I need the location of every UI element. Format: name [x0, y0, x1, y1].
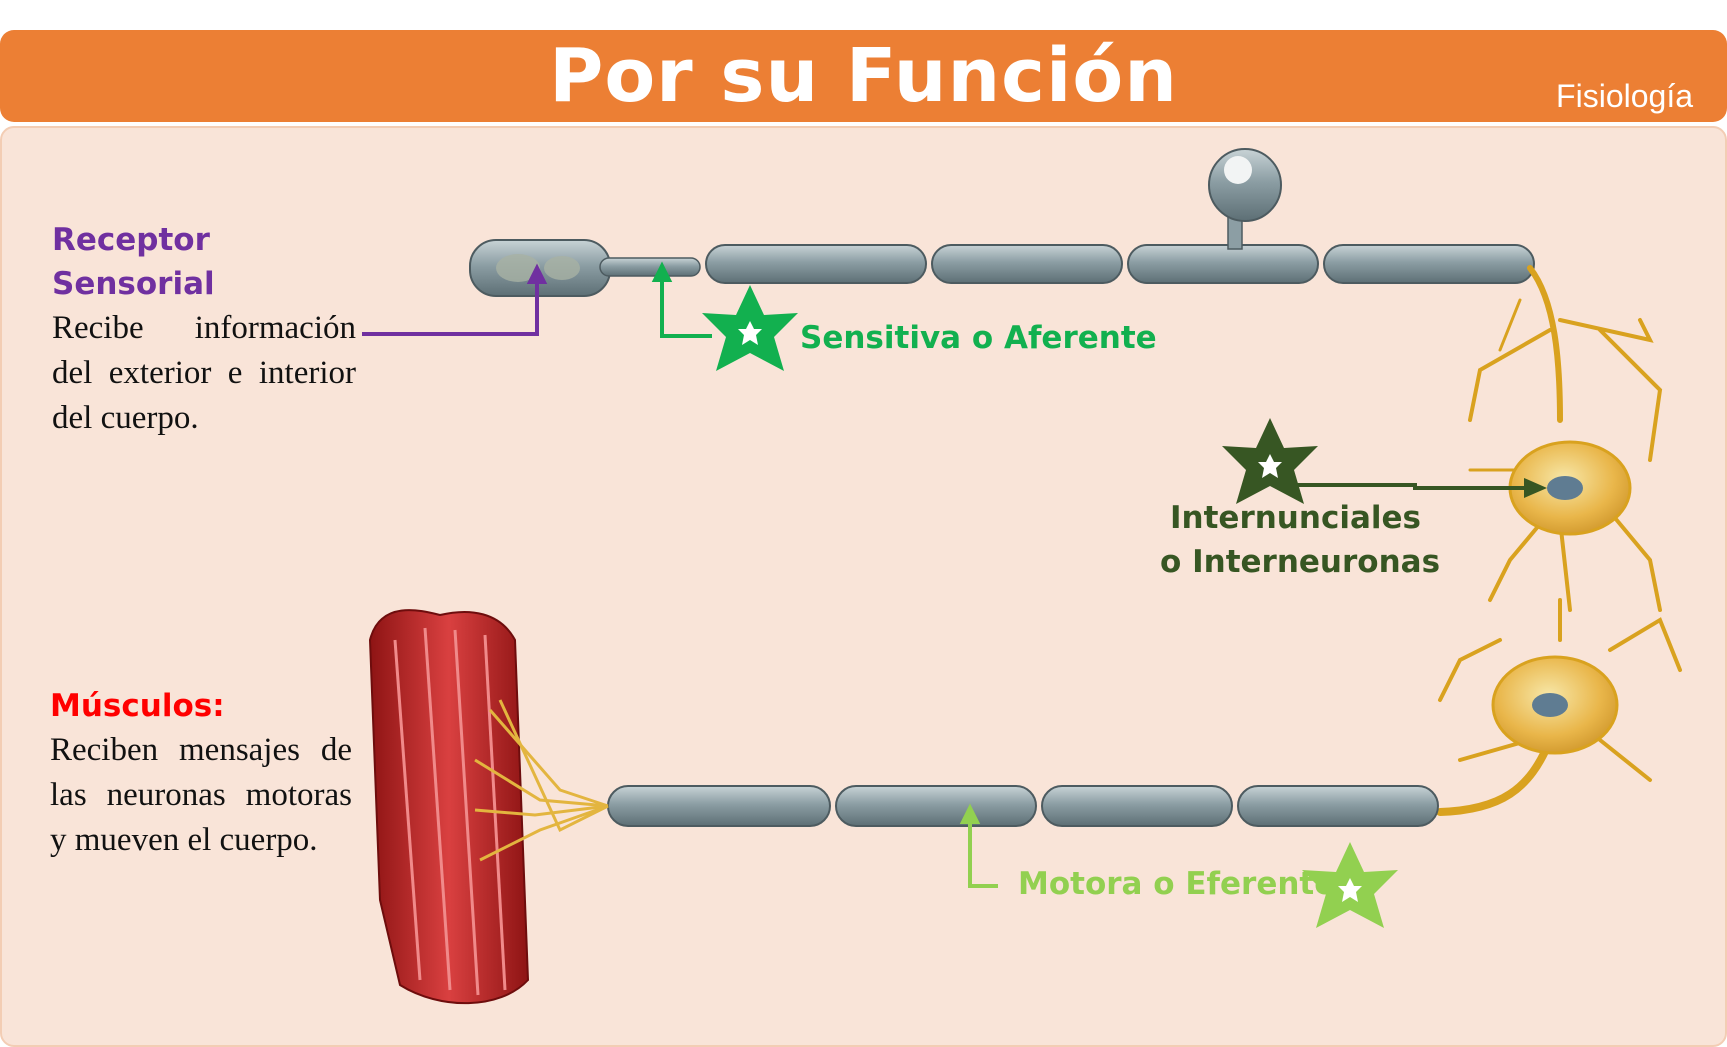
internunciales-star-icon [1222, 418, 1318, 504]
interneuron-shape [1468, 265, 1663, 612]
sensitiva-star-icon [702, 285, 798, 371]
receptor-description: Recibe información del exterior e interi… [52, 310, 356, 436]
sensory-receptor-shape [469, 239, 701, 297]
internunciales-label-line2: o Interneuronas [1160, 544, 1441, 580]
motora-label: Motora o Eferente [1018, 866, 1336, 902]
subject-label: Fisiología [1556, 78, 1693, 114]
motora-pointer-line [959, 803, 998, 888]
musculos-text-block: Músculos: Reciben mensajes de las neuron… [50, 684, 352, 863]
afferent-axon-shape [705, 148, 1535, 284]
motora-star-icon [1302, 842, 1398, 928]
internunciales-label-line1: Internunciales [1170, 500, 1421, 536]
header-bar: Por su Función Fisiología [0, 30, 1727, 122]
musculos-title: Músculos: [50, 688, 225, 724]
efferent-axon-shape [607, 785, 1439, 827]
internunciales-pointer-line [1292, 477, 1547, 499]
motor-neuron-shape [1436, 598, 1682, 816]
receptor-text-block: Receptor Sensorial Recibe información de… [52, 218, 356, 441]
receptor-pointer-line [362, 263, 548, 336]
musculos-description: Reciben mensajes de las neuronas motoras… [50, 732, 352, 858]
page-title: Por su Función [549, 33, 1178, 119]
sensitiva-pointer-line [651, 261, 712, 338]
muscle-shape [368, 609, 609, 1005]
sensitiva-label: Sensitiva o Aferente [800, 320, 1157, 356]
receptor-title: Receptor Sensorial [52, 222, 215, 302]
